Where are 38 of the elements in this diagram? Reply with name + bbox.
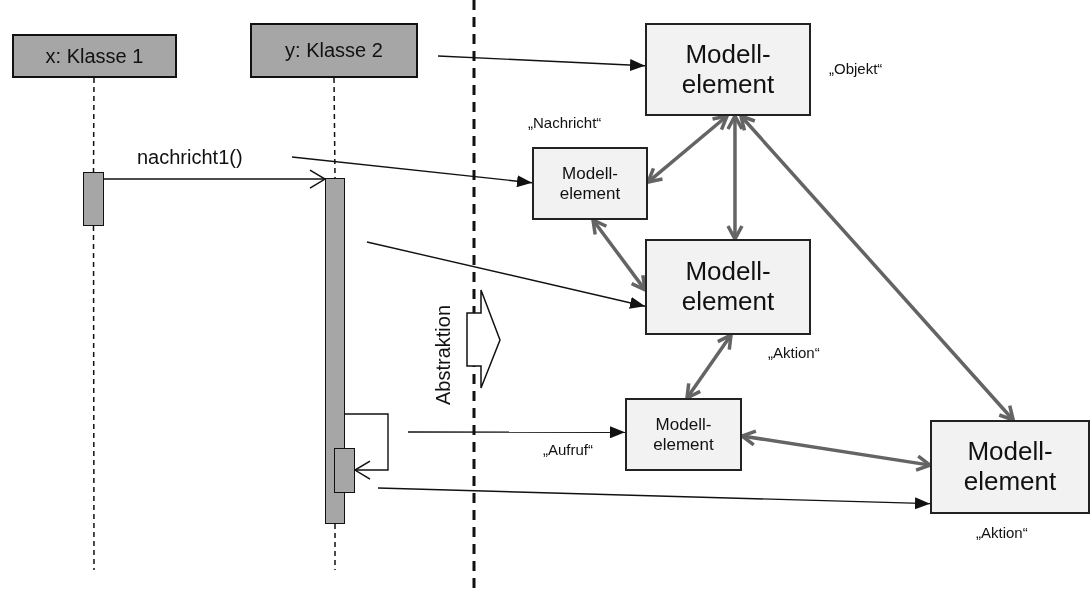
node-text: Modell- element [681,257,775,317]
stereotype-label: „Aufruf“ [543,441,593,458]
double-arrow [685,333,733,400]
node-text: Modell- element [963,437,1057,497]
model-element-box [645,23,811,116]
lifeline [334,523,336,571]
stereotype-label: „Aktion“ [976,524,1028,541]
activation-bar [325,178,345,524]
edge-label: nachricht1() [135,146,245,169]
activation-bar [83,172,104,226]
model-element-box [645,239,811,335]
lifeline-head-box [12,34,177,78]
model-element-box [532,147,648,220]
mapping-arrow [377,487,931,510]
double-arrow [739,114,1015,422]
mapping-arrow [437,55,646,72]
model-element-box [930,420,1090,514]
stereotype-label: „Aktion“ [768,344,820,361]
node-text: Modell- element [653,414,714,455]
abstraction-label: Abstraktion [432,304,455,405]
model-element-box [625,398,742,471]
mapping-arrow [407,426,626,439]
lifeline-head-box [250,23,418,78]
double-arrow [591,218,647,292]
lifeline [92,77,95,173]
node-text: y: Klasse 2 [285,39,383,62]
node-text: x: Klasse 1 [45,44,144,68]
mapping-arrow [291,156,533,188]
activation-bar [334,448,355,493]
node-text: Modell- element [681,39,775,100]
double-arrow [726,114,744,241]
stereotype-label: „Objekt“ [829,60,883,77]
message-arrow [103,169,326,189]
stereotype-label: „Nachricht“ [528,114,602,131]
message-arrow [344,413,389,480]
lifeline [92,225,95,571]
node-text: Modell- element [559,163,621,204]
mapping-arrow [366,241,646,309]
